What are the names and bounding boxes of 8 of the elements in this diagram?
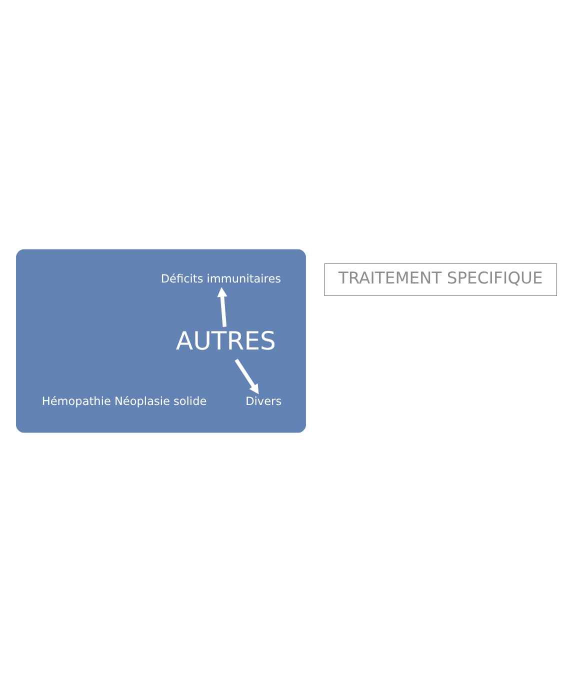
node-text: Divers <box>246 394 282 408</box>
node-box: TRAITEMENT SPECIFIQUE <box>324 262 557 296</box>
node-text: Déficits immunitaires <box>160 272 282 285</box>
cluster <box>16 248 306 432</box>
arrow <box>217 286 228 326</box>
node-text: Hémopathie Néoplasie solide <box>42 394 207 408</box>
arrow <box>234 358 259 394</box>
node-text: AUTRES <box>176 326 276 356</box>
